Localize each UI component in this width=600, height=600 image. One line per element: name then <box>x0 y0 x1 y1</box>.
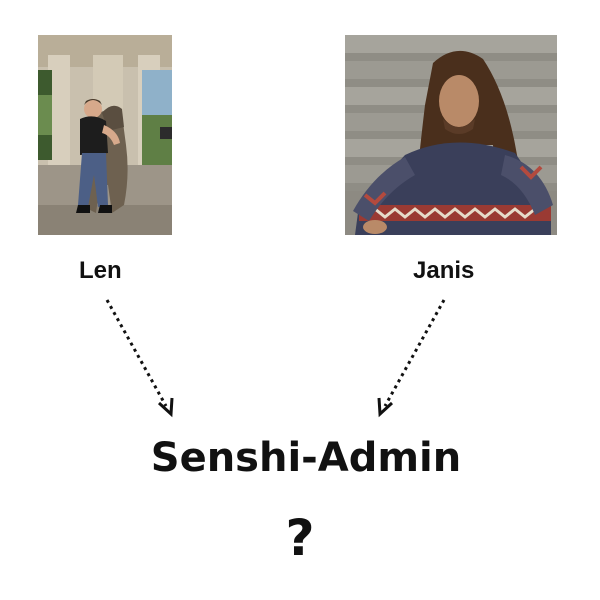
janis-photo <box>345 35 557 235</box>
target-title: Senshi-Admin <box>150 435 462 481</box>
len-photo <box>38 35 172 235</box>
arrow-len-to-target <box>105 299 174 418</box>
person-name-janis: Janis <box>413 257 475 284</box>
janis-photo-image <box>345 35 557 235</box>
person-name-len: Len <box>79 257 122 284</box>
question-mark: ? <box>285 509 315 567</box>
arrow-janis-to-target <box>377 299 446 418</box>
len-photo-image <box>38 35 172 235</box>
